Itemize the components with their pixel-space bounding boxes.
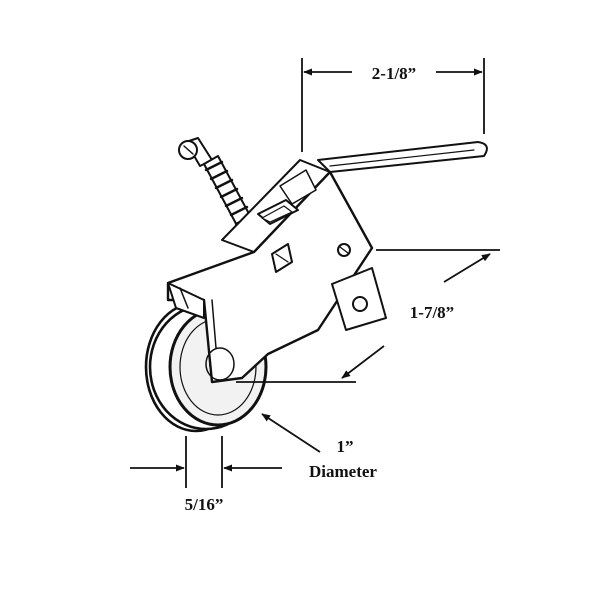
label-wheel-width: 5/16” xyxy=(185,495,224,514)
dimension-wheel-width xyxy=(130,436,282,488)
label-wheel-diameter: 1” xyxy=(337,437,354,456)
label-diameter-word: Diameter xyxy=(309,462,377,481)
roller-housing xyxy=(166,159,387,384)
dimension-top-width xyxy=(301,58,485,152)
label-side-height: 1-7/8” xyxy=(410,303,454,322)
dimension-side-height xyxy=(236,249,500,383)
dimension-wheel-diameter xyxy=(261,413,321,453)
label-top-width: 2-1/8” xyxy=(372,64,416,83)
spring-tab xyxy=(317,141,488,173)
